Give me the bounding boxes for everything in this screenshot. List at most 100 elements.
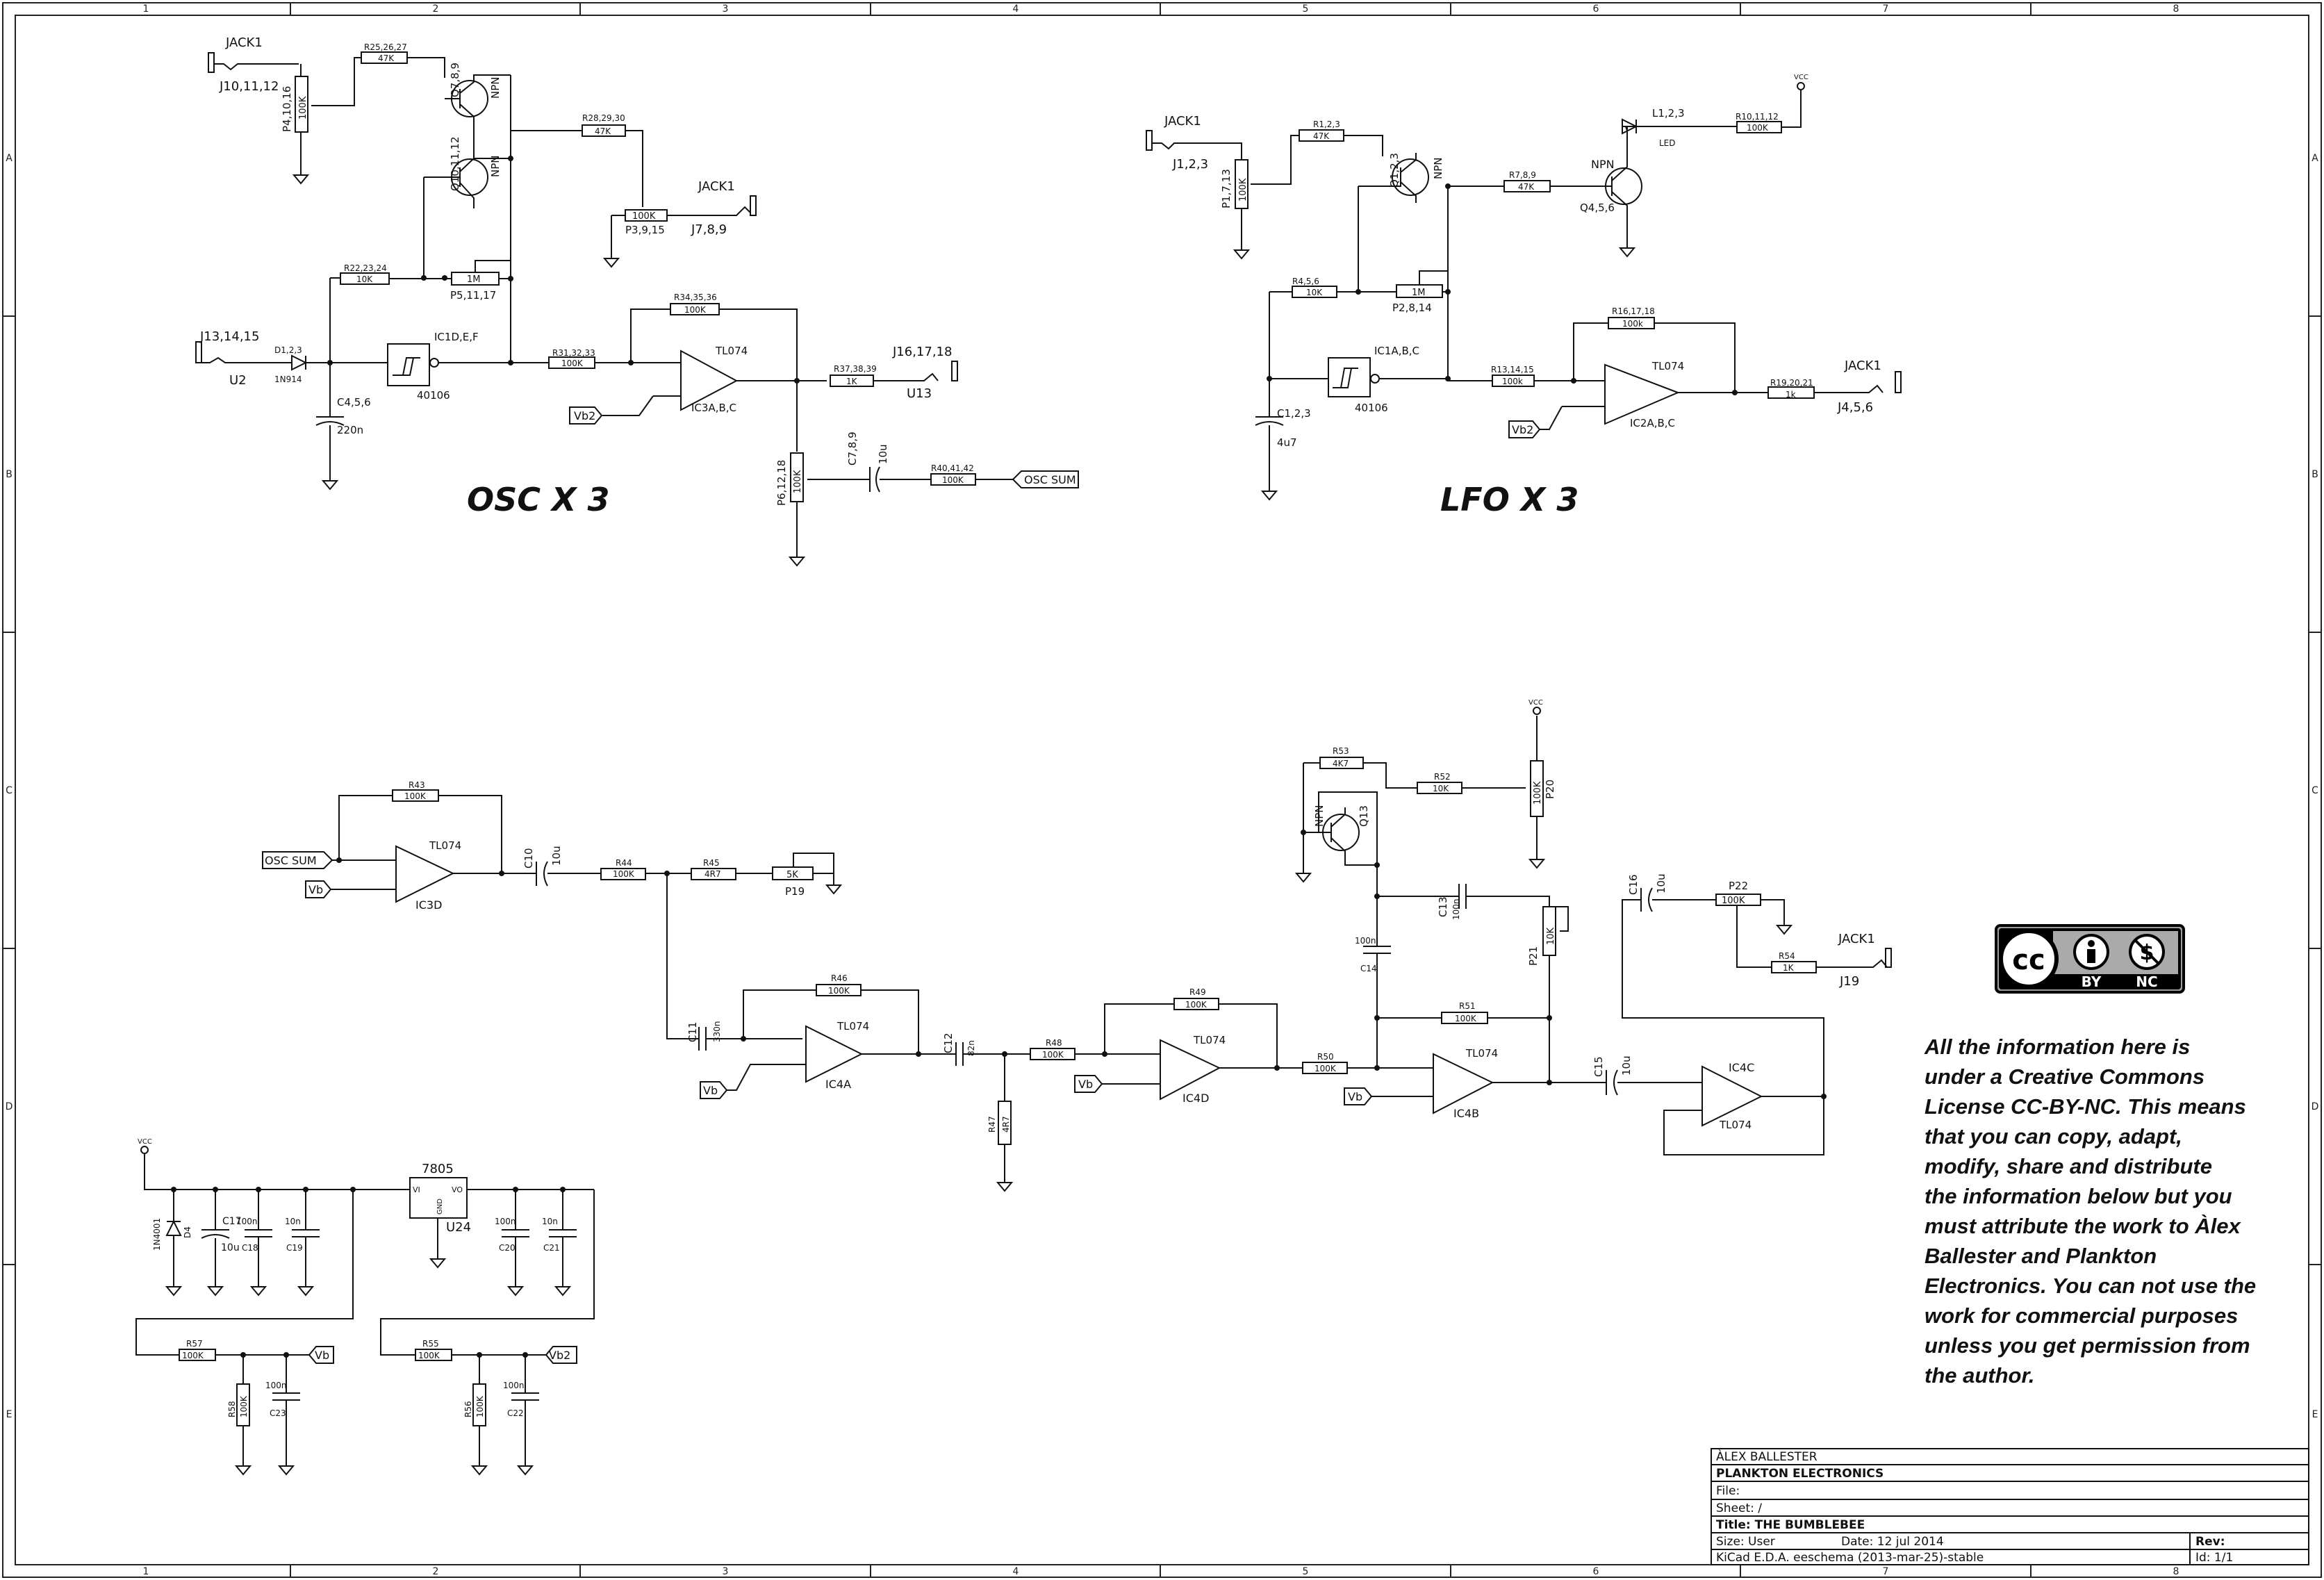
osc-r37-ref: R37,38,39: [834, 364, 877, 374]
row-label: B: [6, 469, 13, 480]
mix-p19-ref: P19: [785, 885, 805, 898]
mix-r48-val: 100K: [1042, 1050, 1064, 1060]
mix-r43-val: 100K: [404, 791, 427, 801]
osc-r34-val: 100K: [684, 305, 707, 315]
power-d4-ref: D4: [183, 1226, 192, 1238]
mix-j19: J19: [1839, 974, 1859, 989]
power-c19-ref: C19: [286, 1243, 303, 1253]
lfo-r1-ref: R1,2,3: [1313, 120, 1340, 129]
power-r56-val: 100K: [475, 1395, 485, 1417]
mix-r49-ref: R49: [1189, 987, 1206, 997]
lfo-p2-ref: P2,8,14: [1392, 302, 1432, 314]
lfo-c1-val: 4u7: [1277, 436, 1297, 449]
mix-c14-ref: C14: [1360, 964, 1377, 973]
row-label: C: [6, 785, 13, 796]
power-d4-val: 1N4001: [152, 1218, 162, 1251]
tb-id: Id: 1/1: [2195, 1551, 2233, 1565]
lfo-c1-ref: C1,2,3: [1277, 407, 1311, 420]
mix-r51-ref: R51: [1459, 1001, 1476, 1011]
mix-c13-val: 100n: [1451, 898, 1461, 920]
mix-p20-ref: P20: [1544, 780, 1556, 799]
by-label: BY: [2082, 973, 2102, 990]
mix-vb-b: Vb: [1348, 1090, 1362, 1103]
osc-u2: U2: [229, 373, 247, 388]
mix-ic4d-ref: IC4D: [1182, 1092, 1209, 1105]
row-label: A: [6, 153, 13, 164]
col-label: 6: [1593, 1566, 1599, 1577]
lfo-r16-ref: R16,17,18: [1612, 306, 1655, 316]
mix-c16-val: 10u: [1655, 873, 1667, 894]
col-label: 2: [433, 1566, 439, 1577]
lfo-q4-type: NPN: [1591, 158, 1615, 171]
osc-d1-val: 1N914: [274, 375, 302, 384]
mix-ic4d-part: TL074: [1193, 1034, 1226, 1046]
mix-ic4a-ref: IC4A: [825, 1078, 851, 1091]
cc-letters: cc: [2012, 944, 2045, 976]
mix-r47-ref: R47: [987, 1116, 997, 1133]
lfo-r19-ref: R19,20,21: [1770, 378, 1813, 388]
lfo-p1-ref: P1,7,13: [1220, 169, 1233, 208]
osc-jack-top: JACK1: [225, 35, 263, 50]
power-c18-val: 100n: [236, 1217, 258, 1226]
lfo-labels: JACK1 J1,2,3 P1,7,13 100K R1,2,3 47K Q1,…: [1164, 74, 1881, 449]
power-circuit: [135, 1146, 595, 1458]
osc-c7-ref: C7,8,9: [846, 431, 859, 466]
mix-p19-val: 5K: [786, 870, 798, 880]
tb-tool: KiCad E.D.A. eeschema (2013-mar-25)-stab…: [1716, 1551, 1984, 1565]
row-label: E: [6, 1409, 13, 1420]
osc-ic1-part: 40106: [417, 389, 450, 402]
tb-size: Size: User: [1716, 1535, 1775, 1549]
osc-p6-ref: P6,12,18: [775, 460, 788, 506]
mix-r47-val: 4R7: [1001, 1116, 1011, 1133]
lfo-dots: [1267, 183, 1738, 395]
power-c23-val: 100n: [265, 1381, 287, 1390]
osc-p3-val: 100K: [632, 211, 656, 222]
border-ticks: [3, 3, 2321, 1577]
cc-license-badge: cc $ BY NC: [1995, 924, 2185, 994]
mix-p22-ref: P22: [1729, 880, 1748, 892]
power-reg-vo: VO: [452, 1185, 463, 1194]
col-label: 5: [1303, 3, 1309, 15]
mix-c13-ref: C13: [1437, 896, 1449, 917]
osc-sum-label: OSC SUM: [1024, 473, 1076, 486]
mix-vb-d: Vb: [1078, 1078, 1093, 1091]
mix-r52-val: 10K: [1433, 784, 1449, 793]
mix-r43-ref: R43: [409, 780, 425, 790]
osc-op-ref: IC3A,B,C: [691, 402, 736, 414]
mix-ic4b-part: TL074: [1465, 1047, 1498, 1060]
mix-p21-ref: P21: [1527, 946, 1540, 966]
osc-jack-mid: JACK1: [698, 179, 735, 194]
lfo-ic1-part: 40106: [1355, 402, 1388, 414]
mix-q13-ref: Q13: [1358, 805, 1370, 827]
osc-p5-val: 1M: [467, 274, 481, 285]
osc-p5-ref: P5,11,17: [450, 289, 496, 302]
osc-d1-ref: D1,2,3: [274, 345, 302, 355]
power-c18-ref: C18: [242, 1243, 258, 1253]
col-label: 8: [2173, 1566, 2179, 1577]
power-c22-ref: C22: [507, 1408, 524, 1418]
mix-c11-ref: C11: [686, 1021, 699, 1042]
power-vcc: VCC: [138, 1138, 152, 1146]
mix-r44-ref: R44: [616, 858, 632, 868]
mix-c15-ref: C15: [1592, 1056, 1605, 1077]
tb-author: ÀLEX BALLESTER: [1716, 1449, 1818, 1464]
osc-r22-val: 10K: [356, 274, 373, 284]
osc-op-part: TL074: [715, 345, 748, 357]
tb-rev: Rev:: [2195, 1535, 2225, 1549]
osc-q10-type: NPN: [489, 156, 502, 178]
power-dots: [171, 1187, 566, 1358]
power-labels: VCC 7805 VI VO GND U24 1N4001 D4 C17 10u…: [138, 1138, 570, 1418]
tb-date: Date: 12 jul 2014: [1841, 1535, 1944, 1549]
tb-file: File:: [1716, 1484, 1740, 1498]
mix-r53-ref: R53: [1333, 746, 1349, 756]
lfo-r1-val: 47K: [1313, 131, 1330, 141]
osc-r34-ref: R34,35,36: [674, 293, 717, 302]
lfo-r10-ref: R10,11,12: [1736, 112, 1779, 122]
osc-c4-val: 220n: [337, 424, 363, 436]
power-r55-val: 100K: [418, 1351, 440, 1360]
mix-p20-val: 100K: [1533, 781, 1543, 805]
osc-vb2: Vb2: [574, 409, 595, 422]
license-text: All the information here is under a Crea…: [1925, 1035, 2257, 1388]
mix-r45-val: 4R7: [704, 869, 721, 879]
